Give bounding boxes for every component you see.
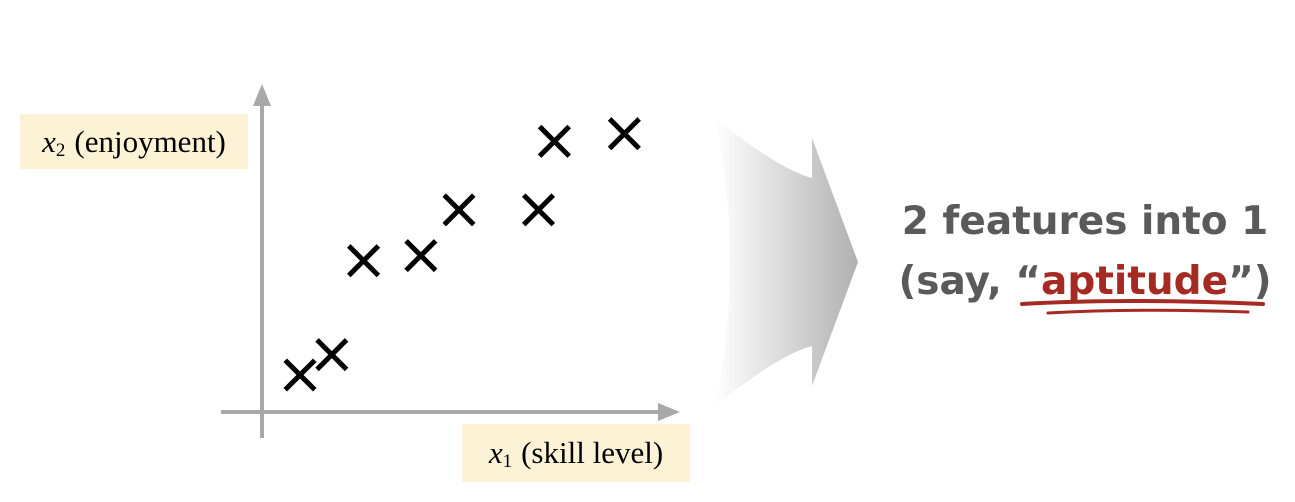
y-axis-var: x bbox=[42, 123, 56, 159]
x-axis-arrowhead bbox=[658, 403, 680, 421]
caption-line-1: 2 features into 1 bbox=[901, 199, 1269, 244]
caption-prefix: (say, “ bbox=[898, 259, 1042, 304]
x-axis-text: (skill level) bbox=[521, 435, 664, 470]
point-marker bbox=[315, 338, 349, 372]
x-axis-var: x bbox=[488, 435, 503, 470]
point-marker bbox=[283, 358, 317, 392]
data-points bbox=[283, 117, 641, 392]
caption: 2 features into 1 (say, “aptitude”) bbox=[880, 192, 1290, 312]
caption-line-2: (say, “aptitude”) bbox=[880, 252, 1290, 312]
right-arrow-icon bbox=[715, 118, 858, 406]
highlight-underline bbox=[1020, 299, 1265, 315]
point-marker bbox=[442, 193, 476, 227]
y-axis-text: (enjoyment) bbox=[74, 123, 226, 159]
point-marker bbox=[404, 239, 438, 273]
point-marker bbox=[347, 244, 381, 278]
point-marker bbox=[537, 124, 571, 158]
x-axis-sub: 1 bbox=[502, 451, 513, 472]
point-marker bbox=[521, 193, 556, 227]
caption-highlight: aptitude bbox=[1041, 259, 1229, 304]
caption-suffix: ”) bbox=[1228, 259, 1272, 304]
y-axis-sub: 2 bbox=[55, 139, 66, 161]
y-axis-arrowhead bbox=[253, 84, 271, 106]
point-marker bbox=[607, 117, 641, 151]
